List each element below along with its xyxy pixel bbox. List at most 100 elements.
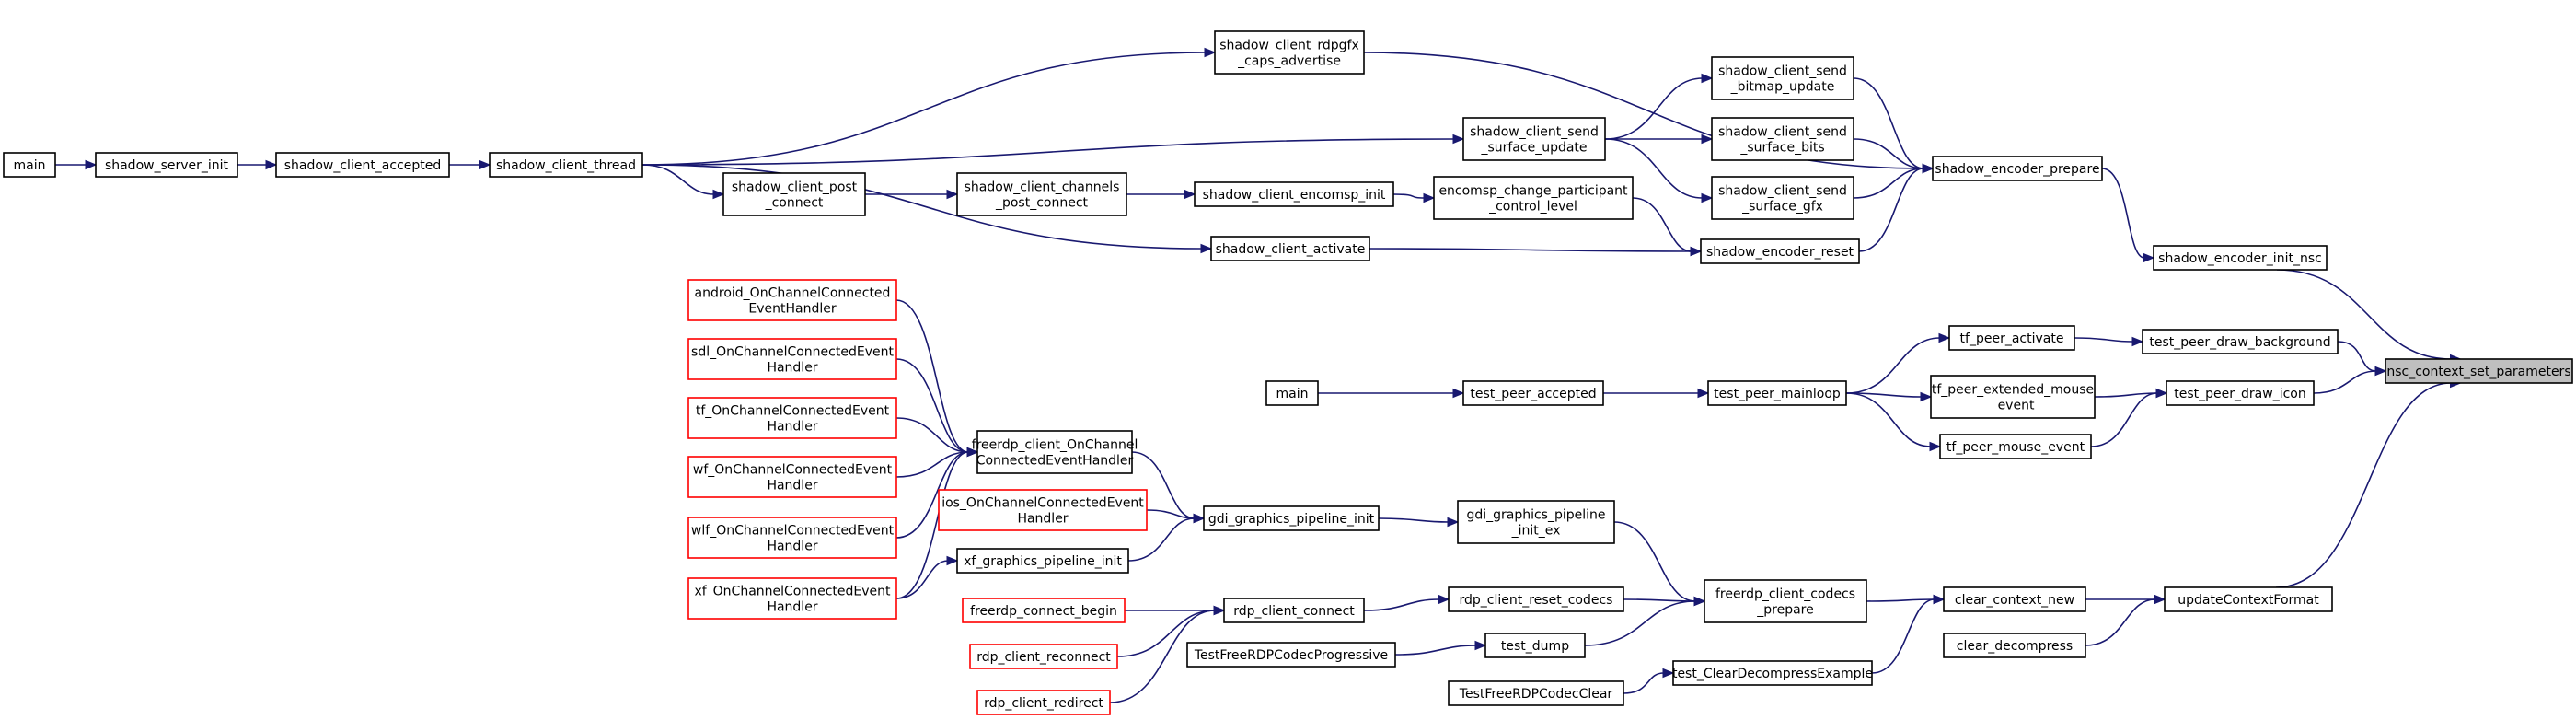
node-shadow-client-thread[interactable]: shadow_client_thread (489, 152, 643, 178)
node-test-ClearDecompressExample[interactable]: test_ClearDecompressExample (1672, 660, 1873, 686)
node-label: TestFreeRDPCodecClear (1459, 687, 1613, 702)
call-edge (1116, 610, 1216, 657)
node-encomsp-change[interactable]: encomsp_change_participant_control_level (1433, 176, 1634, 220)
node-label: shadow_client_post (732, 180, 858, 195)
node-label: Handler (767, 420, 817, 435)
node-box (1711, 117, 1854, 161)
node-rdp-client-reconnect[interactable]: rdp_client_reconnect (969, 644, 1118, 669)
node-box (687, 577, 897, 620)
node-label: test_peer_draw_icon (2174, 387, 2305, 401)
node-shadow-client-activate[interactable]: shadow_client_activate (1210, 236, 1370, 261)
node-box (687, 517, 897, 559)
node-rdp-client-redirect[interactable]: rdp_client_redirect (976, 690, 1111, 715)
call-edge (1853, 77, 1924, 169)
node-shadow-encoder-reset[interactable]: shadow_encoder_reset (1700, 238, 1860, 264)
node-shadow-encoder-prepare[interactable]: shadow_encoder_prepare (1932, 156, 2103, 181)
node-tf-peer-mouse-event[interactable]: tf_peer_mouse_event (1939, 434, 2092, 459)
node-clear-context-new[interactable]: clear_context_new (1943, 586, 2086, 612)
call-edge (1623, 598, 1696, 602)
node-box (1448, 680, 1624, 706)
node-main1[interactable]: main (3, 152, 56, 178)
node-box (976, 690, 1111, 715)
arrowhead (1452, 388, 1465, 399)
node-main2[interactable]: main (1265, 380, 1319, 406)
node-shadow-client-accepted[interactable]: shadow_client_accepted (275, 152, 450, 178)
node-shadow-encoder-init-nsc[interactable]: shadow_encoder_init_nsc (2153, 245, 2328, 271)
node-box (1484, 633, 1586, 658)
node-xf-graphics-pipeline-init[interactable]: xf_graphics_pipeline_init (956, 548, 1129, 574)
node-label: rdp_client_connect (1233, 604, 1355, 619)
call-edge (895, 451, 969, 539)
node-shadow-client-channels-post-connect[interactable]: shadow_client_channels_post_connect (956, 172, 1127, 216)
arrowhead (712, 189, 725, 200)
node-shadow-client-encomsp-init[interactable]: shadow_client_encomsp_init (1194, 181, 1394, 207)
node-label: Handler (767, 600, 817, 615)
call-edge (641, 164, 1203, 250)
node-gdi-graphics-pipeline-init[interactable]: gdi_graphics_pipeline_init (1203, 505, 1380, 531)
node-label: shadow_client_accepted (284, 158, 442, 173)
node-test-dump[interactable]: test_dump (1484, 633, 1586, 658)
node-label: TestFreeRDPCodecProgressive (1194, 648, 1388, 663)
node-label: ios_OnChannelConnectedEvent (941, 496, 1144, 511)
node-shadow-client-send-surface-update[interactable]: shadow_client_send_surface_update (1462, 117, 1606, 161)
node-box (687, 279, 897, 321)
node-test-peer-draw-icon[interactable]: test_peer_draw_icon (2166, 380, 2315, 406)
node-label: _connect (765, 196, 824, 211)
node-test-peer-mainloop[interactable]: test_peer_mainloop (1707, 380, 1847, 406)
node-shadow-client-send-surface-gfx[interactable]: shadow_client_send_surface_gfx (1711, 176, 1854, 220)
node-box (1704, 579, 1867, 623)
call-edge (1853, 168, 1924, 199)
node-shadow-client-send-bitmap-update[interactable]: shadow_client_send_bitmap_update (1711, 56, 1854, 100)
node-freerdp-connect-begin[interactable]: freerdp_connect_begin (962, 598, 1126, 623)
call-edge (1378, 517, 1450, 523)
node-nsc-context-set-parameters[interactable]: nsc_context_set_parameters (2385, 358, 2573, 384)
call-edge (2276, 269, 2452, 360)
node-rdp-client-reset-codecs[interactable]: rdp_client_reset_codecs (1448, 586, 1624, 612)
call-edge (1632, 197, 1692, 252)
node-TestFreeRDPCodecProgressive[interactable]: TestFreeRDPCodecProgressive (1186, 642, 1396, 668)
node-freerdp-client-handler[interactable]: freerdp_client_OnChannelConnectedEventHa… (972, 430, 1138, 474)
node-label: Handler (1017, 512, 1068, 527)
node-freerdp-client-codecs-prepare[interactable]: freerdp_client_codecs_prepare (1704, 579, 1867, 623)
node-label: _caps_advertise (1237, 54, 1341, 69)
node-box (1943, 586, 2086, 612)
node-tf-peer-extended-mouse-event[interactable]: tf_peer_extended_mouse_event (1930, 375, 2096, 419)
call-edge (2094, 392, 2158, 398)
node-shadow-server-init[interactable]: shadow_server_init (95, 152, 238, 178)
node-label: clear_context_new (1955, 593, 2074, 608)
arrowhead (265, 159, 278, 170)
node-TestFreeRDPCodecClear[interactable]: TestFreeRDPCodecClear (1448, 680, 1624, 706)
node-label: test_ClearDecompressExample (1672, 667, 1873, 681)
call-edge (895, 358, 969, 453)
node-box (1223, 598, 1365, 623)
arrowhead (1697, 388, 1710, 399)
node-box (1462, 117, 1606, 161)
call-edge (1845, 392, 1923, 398)
arrowhead (1922, 163, 1935, 174)
call-edge (1127, 517, 1196, 562)
node-test-peer-draw-background[interactable]: test_peer_draw_background (2142, 329, 2339, 354)
arrowhead (1200, 243, 1213, 254)
node-updateContextFormat[interactable]: updateContextFormat (2164, 586, 2333, 612)
arrowhead (1423, 192, 1436, 203)
node-box (1433, 176, 1634, 220)
node-shadow-client-rdpgfx-caps[interactable]: shadow_client_rdpgfx_caps_advertise (1214, 30, 1365, 75)
call-edge (2101, 168, 2145, 259)
node-shadow-client-send-surface-bits[interactable]: shadow_client_send_surface_bits (1711, 117, 1854, 161)
node-gdi-graphics-pipeline-init-ex[interactable]: gdi_graphics_pipeline_init_ex (1457, 500, 1615, 544)
node-box (1930, 375, 2096, 419)
node-tf-peer-activate[interactable]: tf_peer_activate (1948, 325, 2075, 351)
node-rdp-client-connect[interactable]: rdp_client_connect (1223, 598, 1365, 623)
node-shadow-client-post-connect[interactable]: shadow_client_post_connect (722, 172, 866, 216)
arrowhead (1447, 517, 1460, 528)
node-test-peer-accepted[interactable]: test_peer_accepted (1462, 380, 1604, 406)
node-box (1948, 325, 2075, 351)
node-clear-decompress[interactable]: clear_decompress (1943, 633, 2086, 658)
